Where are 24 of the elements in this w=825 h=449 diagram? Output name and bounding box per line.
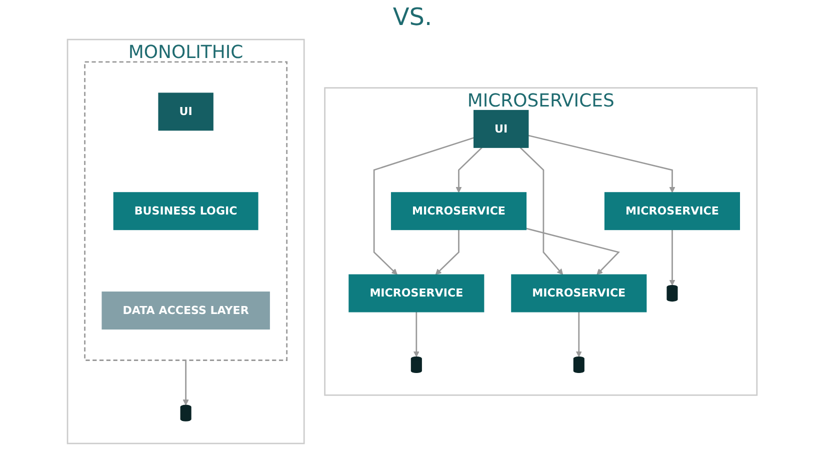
node-box: MICROSERVICE xyxy=(348,274,484,312)
versus-text: VS. xyxy=(392,3,432,31)
node-cylinder xyxy=(411,356,422,374)
arrow xyxy=(374,137,474,275)
node-cylinder xyxy=(666,284,678,302)
arrow xyxy=(669,230,676,286)
node-box: MICROSERVICE xyxy=(604,192,740,230)
arrow xyxy=(526,228,620,275)
node-box: BUSINESS LOGIC xyxy=(114,192,259,230)
arrow xyxy=(414,312,420,358)
arrow xyxy=(183,360,190,406)
node-box: UI xyxy=(158,92,214,131)
node-box: MICROSERVICE xyxy=(511,274,647,312)
arrow xyxy=(576,312,582,358)
node-box: DATA ACCESS LAYER xyxy=(102,292,270,330)
cluster xyxy=(84,61,288,361)
arrow xyxy=(436,230,460,275)
arrow xyxy=(528,134,676,193)
arrow xyxy=(520,147,564,275)
node-cylinder xyxy=(574,356,585,374)
arrow xyxy=(456,147,483,193)
node-box: MICROSERVICE xyxy=(391,192,527,230)
node-box: UI xyxy=(474,110,529,148)
node-cylinder xyxy=(180,404,192,422)
